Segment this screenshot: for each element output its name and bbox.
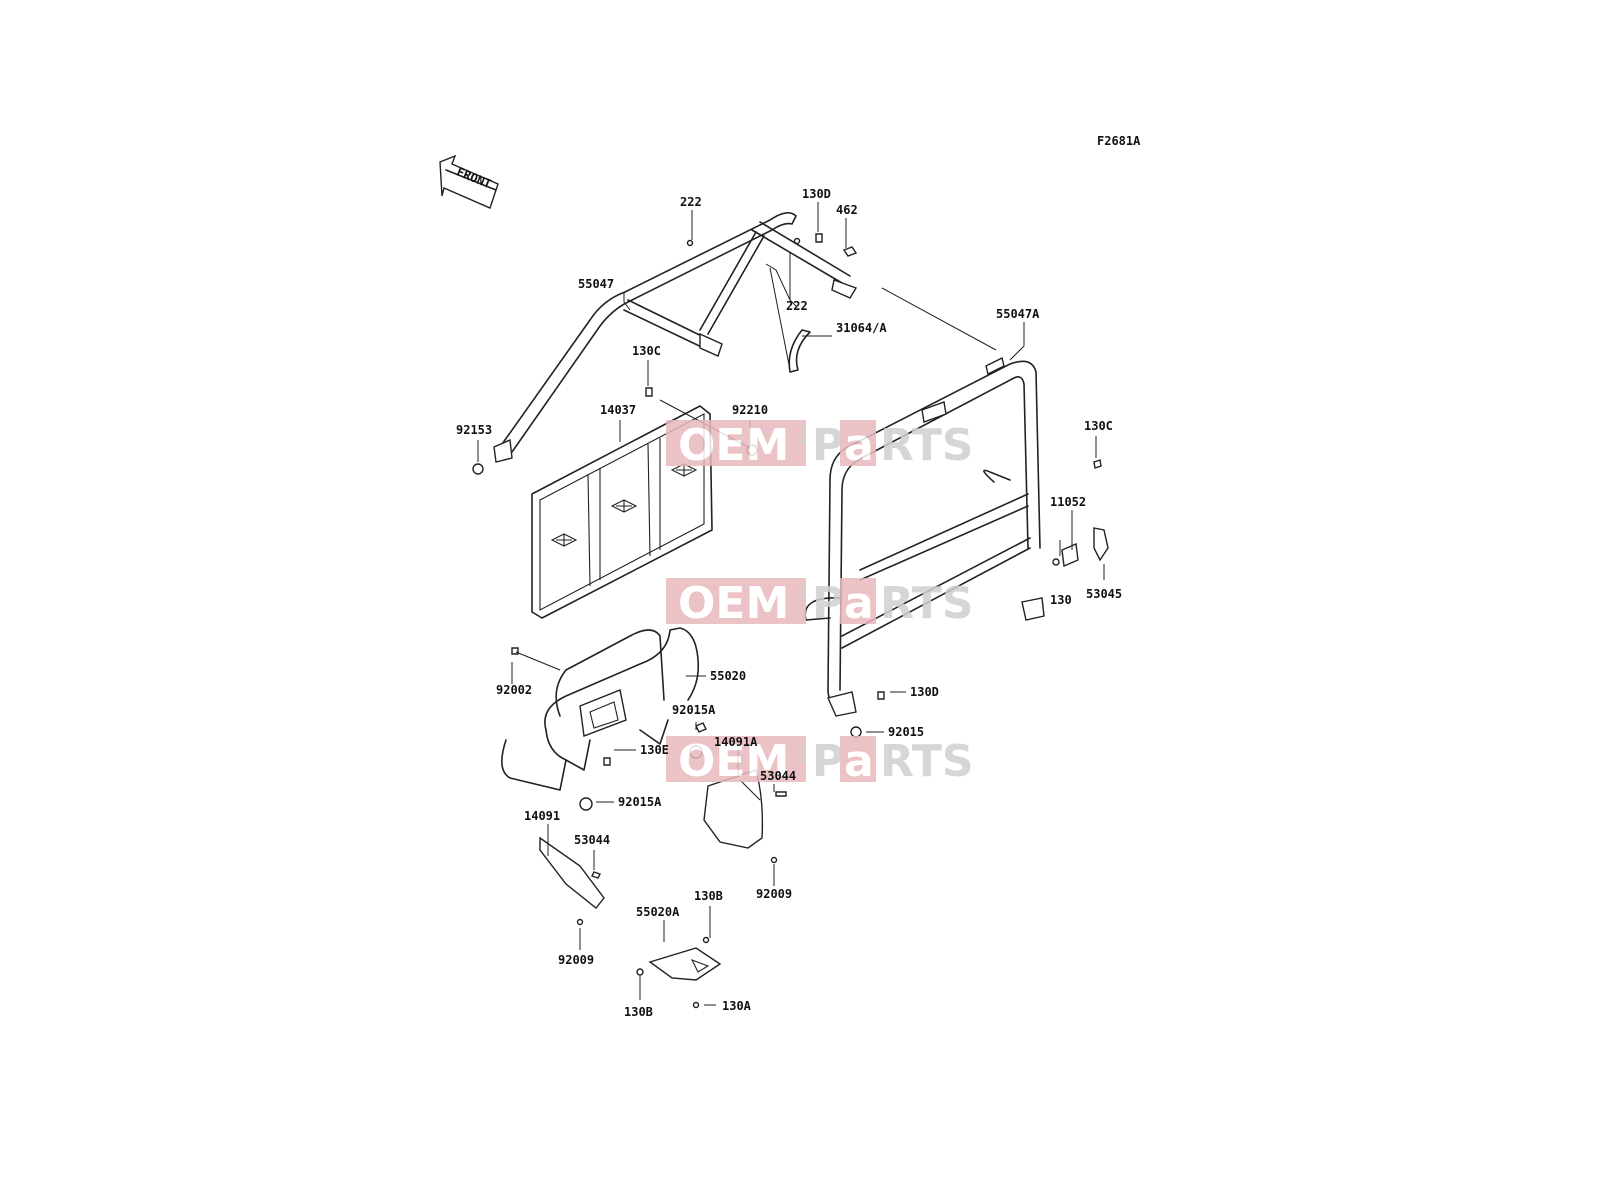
bracket-11052 [1061, 542, 1079, 568]
callout-92015a-top: 92015A [672, 703, 716, 717]
watermark-oem: OEM [678, 420, 789, 471]
front-bumper-55020 [501, 627, 700, 791]
watermark-a: a [844, 420, 874, 471]
watermark-a: a [844, 578, 874, 629]
watermark-rts: RTS [880, 420, 974, 471]
watermark-bike: BIKE [798, 423, 809, 446]
watermark-oem: OEM [678, 736, 789, 787]
callout-130b-low: 130B [624, 1005, 653, 1019]
callout-14091a: 14091A [714, 735, 758, 749]
callout-130e: 130E [640, 743, 669, 757]
callout-55020: 55020 [710, 669, 746, 683]
callout-55020a: 55020A [636, 905, 680, 919]
watermark-rts: RTS [880, 736, 974, 787]
bracket-55020a [648, 947, 722, 981]
callout-92015: 92015 [888, 725, 924, 739]
watermark-oem: OEM [678, 578, 789, 629]
callout-14091: 14091 [524, 809, 560, 823]
callout-130a: 130A [722, 999, 752, 1013]
callout-92015a-low: 92015A [618, 795, 662, 809]
callout-130c-right: 130C [1084, 419, 1113, 433]
callout-462: 462 [836, 203, 858, 217]
callout-92002: 92002 [496, 683, 532, 697]
watermark-bike: BIKE [798, 581, 809, 604]
callout-222-mid: 222 [786, 299, 808, 313]
watermark-a: a [844, 736, 874, 787]
front-arrow-icon: FRONT [439, 154, 499, 209]
callout-14037: 14037 [600, 403, 636, 417]
callout-labels: 222 130D 462 55047 222 31064/A 55047A 13… [456, 187, 1122, 1019]
watermark-p: P [812, 420, 844, 471]
skid-plate-14091 [539, 836, 605, 909]
callout-55047: 55047 [578, 277, 614, 291]
callout-130c-mid: 130C [632, 344, 661, 358]
callout-53044-left: 53044 [574, 833, 610, 847]
callout-55047a: 55047A [996, 307, 1040, 321]
clamp-53045 [1093, 527, 1109, 562]
callout-130b-top: 130B [694, 889, 723, 903]
callout-11052: 11052 [1050, 495, 1086, 509]
callout-130: 130 [1050, 593, 1072, 607]
roll-cage-55047a [804, 356, 1045, 717]
callout-31064: 31064/A [836, 321, 887, 335]
watermark-3: OEM BIKE P a RTS [666, 736, 974, 787]
callout-53045: 53045 [1086, 587, 1122, 601]
callout-130d-top: 130D [802, 187, 831, 201]
callout-92153: 92153 [456, 423, 492, 437]
watermark-bike: BIKE [798, 739, 809, 762]
callout-92009-right: 92009 [756, 887, 792, 901]
callout-92009-left: 92009 [558, 953, 594, 967]
callout-222-top: 222 [680, 195, 702, 209]
roof-frame-55047 [493, 212, 858, 463]
watermark-p: P [812, 578, 844, 629]
watermark-1: OEM BIKE P a RTS [666, 420, 974, 471]
watermark-rts: RTS [880, 578, 974, 629]
callout-53044-right: 53044 [760, 769, 796, 783]
callout-92210: 92210 [732, 403, 768, 417]
callout-130d-low: 130D [910, 685, 939, 699]
rear-screen-14037 [531, 405, 713, 619]
watermark-2: OEM BIKE P a RTS [666, 578, 974, 629]
figure-code: F2681A [1097, 134, 1141, 148]
watermark-p: P [812, 736, 844, 787]
